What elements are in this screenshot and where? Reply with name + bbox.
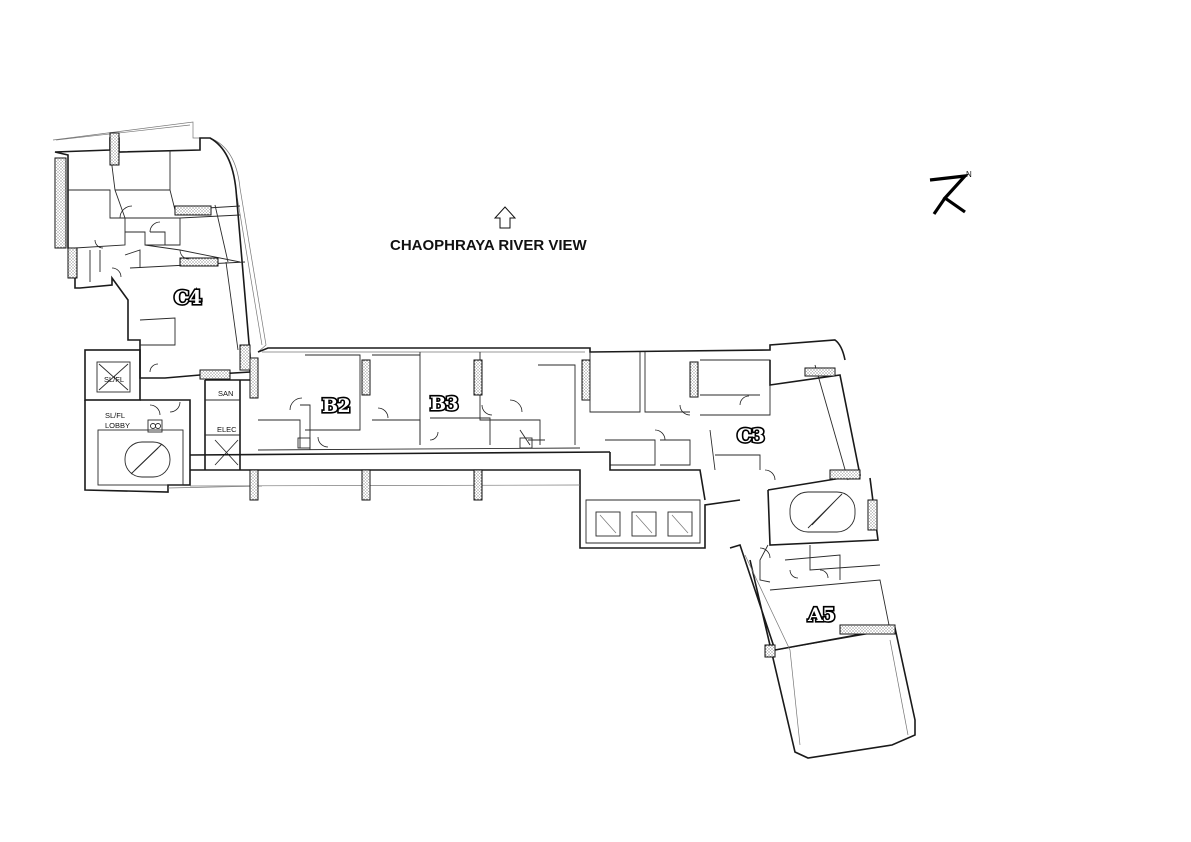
unit-label-b3: B3 xyxy=(430,393,458,415)
room-label-elec: ELEC xyxy=(217,425,237,434)
unit-label-b2: B2 xyxy=(322,395,350,417)
room-label-sl-fl: SL/FL xyxy=(104,375,124,384)
north-letter: N xyxy=(966,170,972,179)
up-arrow-icon xyxy=(493,206,517,229)
wing-b xyxy=(189,339,846,549)
unit-label-c3: C3 xyxy=(737,425,764,447)
wing-c4 xyxy=(52,121,267,380)
wing-c3-a5 xyxy=(589,352,916,759)
room-label-lobby-1: SL/FL xyxy=(105,411,125,420)
north-arrow-icon: N xyxy=(929,170,972,215)
unit-label-c4: C4 xyxy=(174,287,202,309)
room-label-san: SAN xyxy=(218,389,233,398)
river-view-label: CHAOPHRAYA RIVER VIEW xyxy=(390,237,588,254)
unit-label-a5: A5 xyxy=(807,604,835,626)
room-label-lobby-2: LOBBY xyxy=(105,421,130,430)
